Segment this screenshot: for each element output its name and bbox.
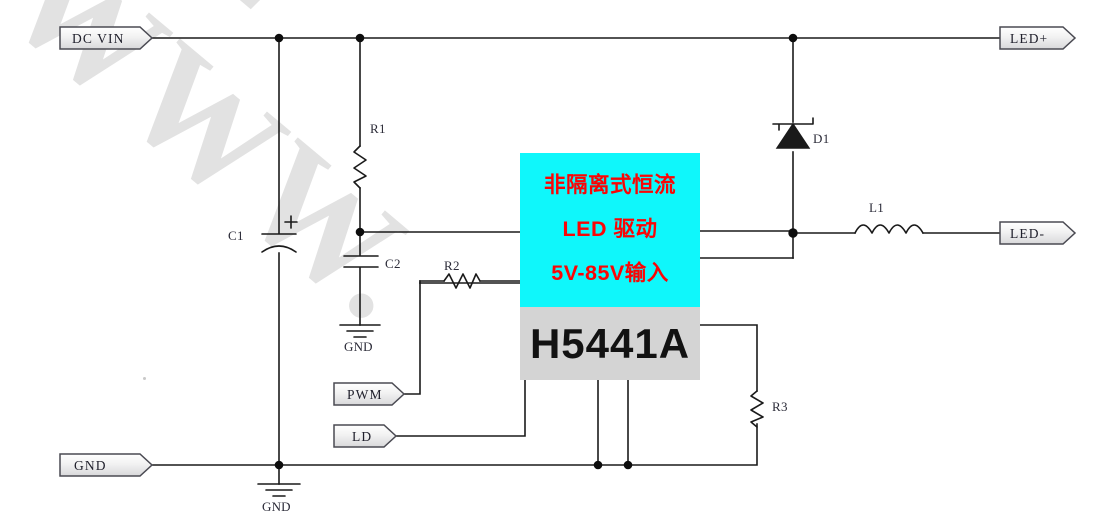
l1-ref-label: L1 bbox=[869, 200, 884, 215]
wire-chip-to-r3 bbox=[699, 324, 758, 392]
component-r1: R1 bbox=[353, 121, 386, 189]
port-dc-vin[interactable]: DC VIN bbox=[59, 26, 154, 50]
wire-r3-to-gnd bbox=[627, 423, 758, 466]
gnd-label-rail: GND bbox=[262, 499, 291, 514]
port-gnd-left-label: GND bbox=[74, 458, 107, 473]
chip-line-3: 5V-85V输入 bbox=[551, 261, 669, 286]
port-pwm-label: PWM bbox=[347, 387, 383, 402]
component-r2: R2 bbox=[443, 258, 481, 289]
junction-dot bbox=[788, 228, 798, 238]
component-c1: C1 bbox=[228, 215, 298, 253]
speck-dot bbox=[143, 377, 146, 380]
port-pwm[interactable]: PWM bbox=[333, 382, 406, 406]
r2-ref-label: R2 bbox=[444, 258, 460, 273]
port-led-minus-shape[interactable] bbox=[999, 221, 1077, 245]
chip-part-number: H5441A bbox=[529, 319, 691, 367]
component-l1: L1 bbox=[854, 200, 924, 234]
chip-part-block: H5441A bbox=[520, 307, 700, 380]
junction-dot bbox=[593, 460, 603, 470]
c1-plate-curved bbox=[261, 245, 297, 253]
port-led-minus[interactable]: LED- bbox=[999, 221, 1077, 245]
ground-symbol-rail: GND bbox=[257, 483, 301, 514]
r1-zigzag bbox=[353, 145, 367, 189]
component-d1: D1 bbox=[772, 117, 830, 149]
port-dc-vin-shape[interactable] bbox=[59, 26, 154, 50]
wire-ld-to-chip bbox=[395, 379, 526, 437]
r1-ref-label: R1 bbox=[370, 121, 386, 136]
port-ld-label: LD bbox=[352, 429, 372, 444]
d1-triangle bbox=[775, 122, 811, 149]
ground-symbol-c2: GND bbox=[339, 324, 381, 354]
junction-dot bbox=[274, 460, 284, 470]
port-led-plus-label: LED+ bbox=[1010, 31, 1048, 46]
c1-ref-label: C1 bbox=[228, 228, 244, 243]
junction-dot bbox=[355, 227, 365, 237]
r2-zigzag bbox=[443, 273, 481, 289]
l1-coils bbox=[854, 224, 924, 234]
chip-description-block: 非隔离式恒流 LED 驱动 5V-85V输入 bbox=[520, 153, 700, 307]
wire-pwm-to-r2 bbox=[403, 282, 421, 395]
component-r3: R3 bbox=[750, 390, 788, 428]
chip-line-2: LED 驱动 bbox=[562, 217, 658, 242]
c2-ref-label: C2 bbox=[385, 256, 401, 271]
d1-ref-label: D1 bbox=[813, 131, 830, 146]
d1-cathode-bar bbox=[772, 117, 814, 131]
port-ld-shape[interactable] bbox=[333, 424, 398, 448]
junction-dot bbox=[355, 33, 365, 43]
port-gnd-left-shape[interactable] bbox=[59, 453, 154, 477]
junction-dots bbox=[274, 33, 798, 470]
port-led-minus-label: LED- bbox=[1010, 226, 1045, 241]
junction-dot bbox=[274, 33, 284, 43]
port-gnd-left[interactable]: GND bbox=[59, 453, 154, 477]
gnd-label-c2: GND bbox=[344, 339, 373, 354]
chip-line-1: 非隔离式恒流 bbox=[543, 173, 676, 198]
r3-zigzag bbox=[750, 390, 764, 428]
port-ld[interactable]: LD bbox=[333, 424, 398, 448]
port-pwm-shape[interactable] bbox=[333, 382, 406, 406]
port-led-plus-shape[interactable] bbox=[999, 26, 1077, 50]
port-led-plus[interactable]: LED+ bbox=[999, 26, 1077, 50]
component-c2: C2 bbox=[343, 255, 401, 271]
port-dc-vin-label: DC VIN bbox=[72, 31, 124, 46]
r3-ref-label: R3 bbox=[772, 399, 788, 414]
junction-dot bbox=[623, 460, 633, 470]
wires bbox=[151, 37, 1001, 485]
junction-dot bbox=[788, 33, 798, 43]
